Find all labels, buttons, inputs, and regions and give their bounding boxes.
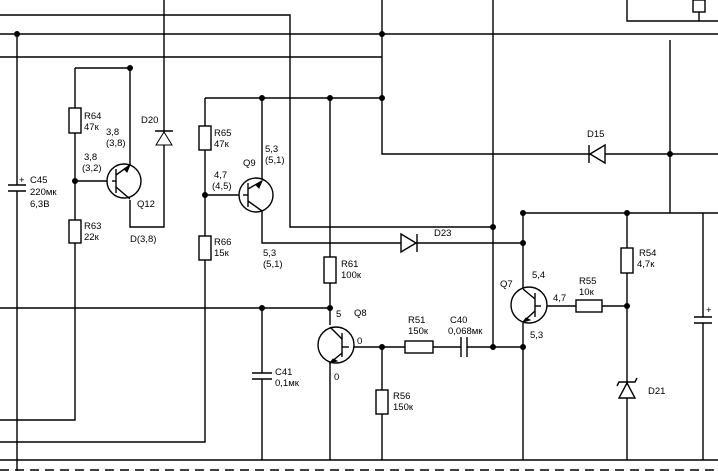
q12-v-top-alt: (3,8) <box>106 138 126 149</box>
r54-value: 4,7к <box>637 259 655 270</box>
c45-value: 220мк <box>30 187 57 198</box>
capacitor-c40 <box>460 337 468 357</box>
r54-ref: R54 <box>639 248 656 259</box>
resistor-r65 <box>198 125 212 151</box>
d21-ref: D21 <box>648 386 665 397</box>
q7-ref: Q7 <box>500 279 513 290</box>
r55-ref: R55 <box>579 276 596 287</box>
transistor-q9 <box>238 177 274 213</box>
capacitor-right <box>694 316 712 324</box>
r66-value: 15к <box>214 248 230 259</box>
q7-v-coll: 5,4 <box>532 270 545 281</box>
resistor-r51 <box>404 340 434 354</box>
diode-d15 <box>588 143 606 165</box>
d15-ref: D15 <box>587 129 604 140</box>
q9-v-emit-alt: (5,1) <box>265 155 285 166</box>
q9-v-base: 4,7 <box>214 170 227 181</box>
diode-d23 <box>400 232 418 254</box>
r55-value: 10к <box>579 287 595 298</box>
transistor-q7 <box>510 286 548 324</box>
capacitor-c45 <box>8 184 26 192</box>
c45-voltage: 6,3В <box>30 199 50 210</box>
c41-value: 0,1мк <box>275 378 300 389</box>
q12-v-bottom: D(3,8) <box>130 234 156 245</box>
r63-ref: R63 <box>84 221 101 232</box>
diodes <box>155 130 638 399</box>
c45-polarity: + <box>19 175 25 186</box>
resistors <box>68 0 706 415</box>
d23-ref: D23 <box>434 228 451 239</box>
q12-v-base: 3,8 <box>84 152 97 163</box>
transistor-q8 <box>317 326 355 364</box>
labels: + C45 220мк 6,3В R64 47к R63 22к 3,8 (3,… <box>19 111 712 413</box>
r61-value: 100к <box>341 270 362 281</box>
q12-v-top: 3,8 <box>106 127 119 138</box>
resistor-r55 <box>575 299 603 313</box>
junction-dots <box>14 31 673 350</box>
q7-v-base: 4,7 <box>553 293 566 304</box>
resistor-r61 <box>323 256 337 284</box>
r66-ref: R66 <box>214 237 231 248</box>
q8-v-emit: 0 <box>334 372 339 383</box>
q12-ref: Q12 <box>137 199 155 210</box>
r65-value: 47к <box>214 139 230 150</box>
q8-v-base: 0 <box>357 336 362 347</box>
q8-ref: Q8 <box>354 308 367 319</box>
q7-v-emit: 5,3 <box>530 330 543 341</box>
d20-ref: D20 <box>141 115 158 126</box>
r51-ref: R51 <box>408 315 425 326</box>
q9-v-base-alt: (4,5) <box>212 181 232 192</box>
c41-ref: C41 <box>275 367 292 378</box>
r65-ref: R65 <box>214 128 231 139</box>
r51-value: 150к <box>408 326 429 337</box>
q9-v-emit: 5,3 <box>265 144 278 155</box>
r56-value: 150к <box>393 402 414 413</box>
resistor-r66 <box>198 235 212 261</box>
resistor-r54 <box>620 247 634 274</box>
c40-ref: C40 <box>450 315 467 326</box>
resistor-top-right <box>692 0 706 13</box>
r64-ref: R64 <box>84 111 101 122</box>
capacitor-c41 <box>252 372 272 380</box>
transistor-q12 <box>106 163 142 200</box>
r56-ref: R56 <box>393 391 410 402</box>
capacitors <box>8 184 712 380</box>
q9-v-coll-alt: (5,1) <box>263 259 283 270</box>
q8-v-coll: 5 <box>336 309 341 320</box>
c45-ref: C45 <box>30 175 47 186</box>
resistor-r63 <box>68 219 82 244</box>
r61-ref: R61 <box>341 259 358 270</box>
q12-v-base-alt: (3,2) <box>82 163 102 174</box>
diode-d20 <box>155 130 173 146</box>
resistor-r64 <box>68 107 82 134</box>
q9-v-coll: 5,3 <box>263 248 276 259</box>
r63-value: 22к <box>84 232 100 243</box>
diode-d21 <box>616 377 638 399</box>
c-right-polarity: + <box>706 305 712 316</box>
transistors <box>106 163 548 364</box>
r64-value: 47к <box>84 122 100 133</box>
q9-ref: Q9 <box>243 158 256 169</box>
resistor-r56 <box>375 389 389 415</box>
c40-value: 0,068мк <box>448 326 483 337</box>
